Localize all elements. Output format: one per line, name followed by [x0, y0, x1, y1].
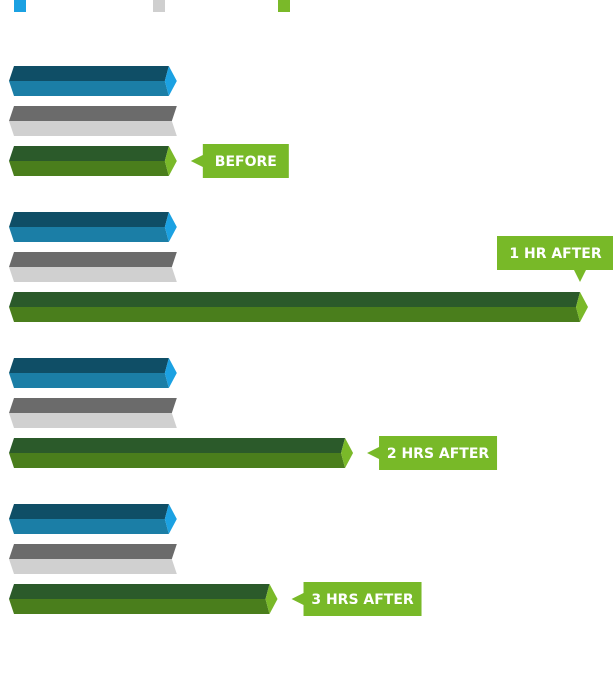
callout-4: 3 HRS AFTER: [291, 582, 422, 616]
callout-label-4: 3 HRS AFTER: [311, 592, 414, 608]
bar-green-group-1: [9, 146, 177, 176]
bar-blue-group-4: [9, 504, 177, 534]
bar-blue-group-1: [9, 66, 177, 96]
bar-blue-group-3: [9, 358, 177, 388]
bar-gray-group-4: [9, 544, 177, 574]
callout-3: 2 HRS AFTER: [367, 436, 498, 470]
legend-swatch-blue: [14, 0, 26, 12]
callout-1: BEFORE: [190, 144, 289, 178]
bar-blue-group-2: [9, 212, 177, 242]
bar-gray-group-3: [9, 398, 177, 428]
bar-green-group-2: [9, 292, 588, 322]
callout-label-1: BEFORE: [215, 154, 277, 170]
bar-green-group-4: [9, 584, 278, 614]
legend-swatch-green: [278, 0, 290, 12]
legend-swatch-gray: [153, 0, 165, 12]
bar-gray-group-1: [9, 106, 177, 136]
bar-green-group-3: [9, 438, 354, 468]
bar-gray-group-2: [9, 252, 177, 282]
callout-label-2: 1 HR AFTER: [509, 246, 601, 262]
callout-2: 1 HR AFTER: [497, 236, 613, 282]
callout-label-3: 2 HRS AFTER: [387, 446, 490, 462]
